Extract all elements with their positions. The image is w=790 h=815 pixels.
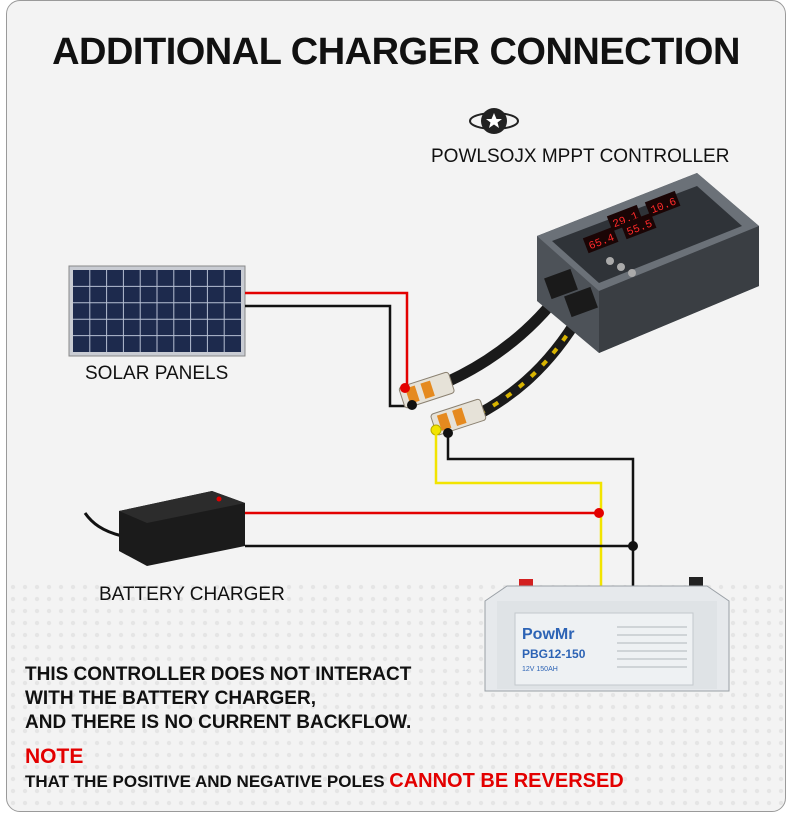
note-line: AND THERE IS NO CURRENT BACKFLOW. [25,712,412,733]
polarity-warning: THAT THE POSITIVE AND NEGATIVE POLES CAN… [25,769,624,794]
polarity-emphasis: CANNOT BE REVERSED [389,770,624,792]
mppt-controller: 29.110.665.455.5 [537,173,759,353]
wire-controller-negative [446,433,635,586]
battery-model: PBG12-150 [522,647,586,661]
page-title: ADDITIONAL CHARGER CONNECTION [52,31,740,73]
solar-panels-label: SOLAR PANELS [85,363,229,384]
brand-logo [469,108,519,134]
note-line: WITH THE BATTERY CHARGER, [25,688,316,709]
battery-spec: 12V 150AH [522,666,558,673]
wiring-diagram: 29.110.665.455.5 [68,108,759,692]
wire-controller-positive [434,430,603,586]
solar-panel [68,265,246,357]
controller-label: POWLSOJX MPPT CONTROLLER [431,146,730,167]
polarity-text: THAT THE POSITIVE AND NEGATIVE POLES [25,772,390,791]
battery: PowMr PBG12-150 12V 150AH [484,577,730,692]
wire-connector-battery [430,398,487,436]
wire-solar-negative [245,304,411,408]
note-block: THIS CONTROLLER DOES NOT INTERACT WITH T… [25,663,624,794]
battery-charger-label: BATTERY CHARGER [99,584,285,605]
battery-brand: PowMr [522,626,574,643]
junction-negative [628,541,638,551]
junction-positive [594,508,604,518]
note-line: THIS CONTROLLER DOES NOT INTERACT [25,664,412,685]
note-title: NOTE [25,745,84,768]
battery-charger [83,491,245,566]
wire-solar-positive [245,291,409,384]
